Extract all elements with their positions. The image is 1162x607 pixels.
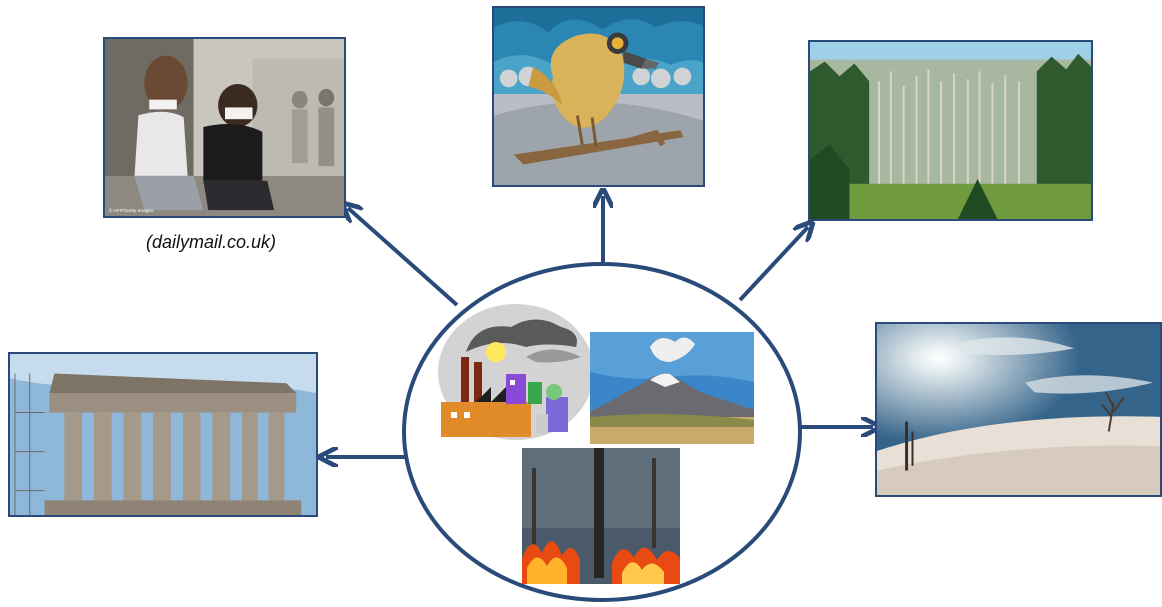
volcano-photo — [590, 332, 754, 444]
arrow-top-right — [738, 227, 808, 302]
arrow-top-left — [348, 208, 459, 307]
hazy-sun-snow-photo — [875, 322, 1162, 497]
smog-masks-photo: © AFP/Getty Images — [103, 37, 346, 218]
photo-credit: © AFP/Getty Images — [109, 207, 154, 214]
factory-clipart — [436, 302, 596, 442]
bird-gas-mask-illustration — [492, 6, 705, 187]
dead-forest-photo — [808, 40, 1093, 221]
source-caption: (dailymail.co.uk) — [146, 232, 277, 252]
parthenon-photo — [8, 352, 318, 517]
forest-fire-photo — [522, 448, 680, 584]
